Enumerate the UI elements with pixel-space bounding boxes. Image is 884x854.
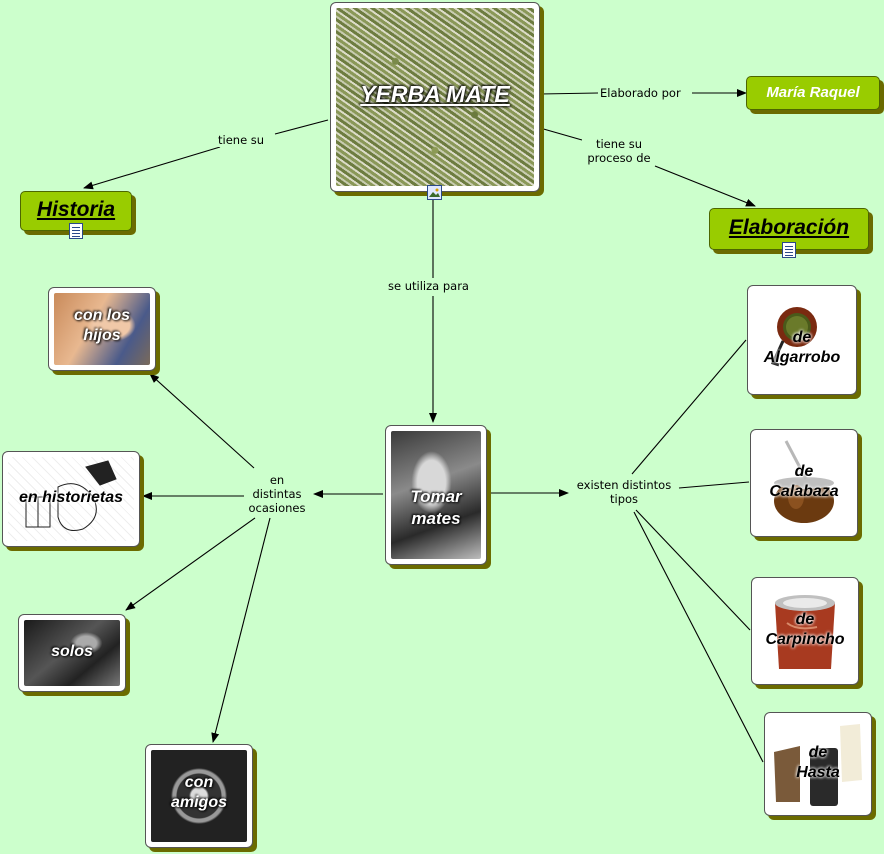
link-label-existen-distintos-tipos: existen distintos tipos — [570, 478, 678, 506]
de-calabaza-title: de Calabaza — [751, 462, 857, 502]
link-label-en-distintas-ocasiones: en distintas ocasiones — [244, 473, 310, 515]
con-los-hijos-title: con los hijos — [49, 306, 155, 346]
image-icon[interactable] — [427, 185, 442, 200]
yerba-mate-title: YERBA MATE — [331, 81, 539, 108]
document-icon[interactable] — [69, 223, 83, 239]
document-icon[interactable] — [782, 242, 796, 258]
line-proceso-elaboracion — [655, 166, 755, 206]
solos-node[interactable]: solos — [18, 614, 126, 692]
tomar-mates-node[interactable]: Tomar mates — [385, 425, 487, 565]
link-label-tiene-su: tiene su — [218, 133, 264, 147]
de-hasta-title: de Hasta — [765, 743, 871, 783]
yerba-mate-node[interactable]: YERBA MATE — [330, 2, 540, 192]
line-yerba-elaborado — [540, 93, 598, 94]
tomar-mates-title: Tomar mates — [386, 486, 486, 530]
de-algarrobo-title: de Algarrobo — [748, 328, 856, 368]
de-carpincho-title: de Carpincho — [752, 610, 858, 650]
maria-raquel-node[interactable]: María Raquel — [746, 76, 880, 110]
line-ocasiones-hijos — [150, 374, 254, 468]
con-amigos-title: con amigos — [146, 773, 252, 813]
line-yerba-proceso — [540, 128, 582, 140]
line-ocasiones-solos — [126, 518, 255, 610]
solos-title: solos — [19, 643, 125, 661]
link-label-se-utiliza-para: se utiliza para — [388, 279, 469, 293]
con-los-hijos-node[interactable]: con los hijos — [48, 287, 156, 371]
line-ocasiones-amigos — [213, 518, 270, 742]
line-tipos-algarrobo — [632, 340, 746, 474]
de-hasta-node[interactable]: de Hasta — [764, 712, 872, 816]
en-historietas-node[interactable]: en historietas — [2, 451, 140, 547]
historia-label: Historia — [21, 198, 131, 222]
link-label-tiene-su-proceso-de: tiene su proceso de — [582, 137, 656, 165]
line-tienesu-historia — [84, 147, 220, 188]
en-historietas-title: en historietas — [3, 489, 139, 507]
line-tipos-calabaza — [679, 482, 749, 488]
de-carpincho-node[interactable]: de Carpincho — [751, 577, 859, 685]
line-yerba-tienesu — [275, 120, 328, 134]
con-amigos-node[interactable]: con amigos — [145, 744, 253, 848]
elaboracion-label: Elaboración — [710, 216, 868, 240]
maria-raquel-label: María Raquel — [747, 84, 879, 101]
link-label-elaborado-por: Elaborado por — [600, 86, 681, 100]
line-tipos-carpincho — [636, 510, 750, 630]
line-tipos-hasta — [634, 512, 763, 762]
de-calabaza-node[interactable]: de Calabaza — [750, 429, 858, 537]
de-algarrobo-node[interactable]: de Algarrobo — [747, 285, 857, 395]
